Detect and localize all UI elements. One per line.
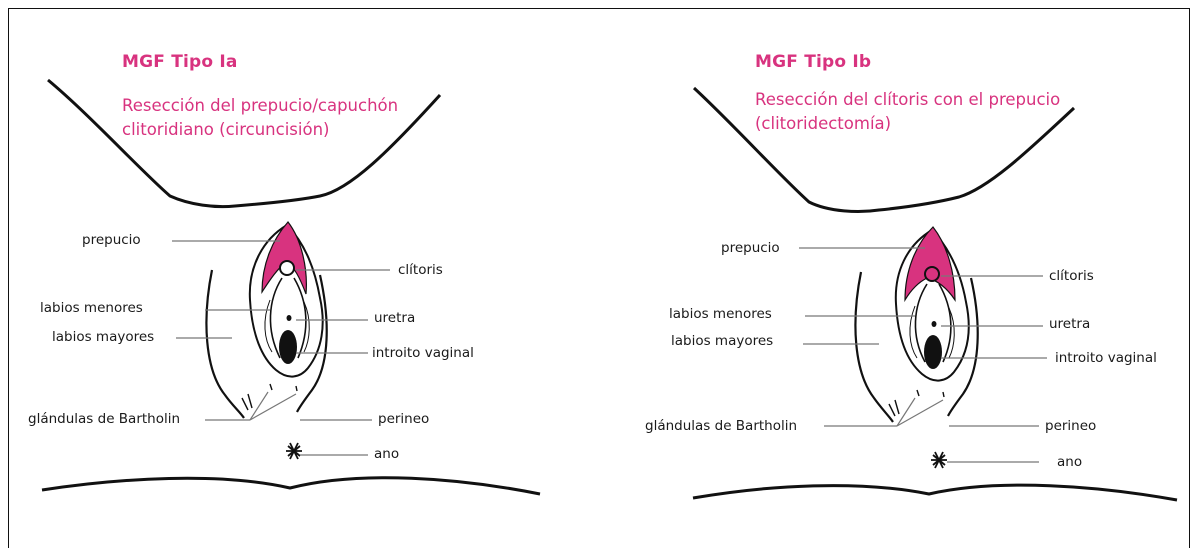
anus-mark <box>286 443 302 459</box>
label-glandulas-bartholin: glándulas de Bartholin <box>645 418 797 434</box>
anatomy-illustration-ia <box>0 0 598 537</box>
bartholin-marks <box>889 390 944 416</box>
panel-description-line1: Resección del clítoris con el prepucio <box>755 88 1060 112</box>
label-ano: ano <box>1057 454 1082 470</box>
label-glandulas-bartholin: glándulas de Bartholin <box>28 411 180 427</box>
lower-body-contour <box>693 485 1177 500</box>
clitoris-glans <box>280 261 294 275</box>
label-perineo: perineo <box>1045 418 1096 434</box>
panel-type-ib: MGF Tipo Ib Resección del clítoris con e… <box>599 0 1197 537</box>
label-ano: ano <box>374 446 399 462</box>
clitoris-glans <box>925 267 939 281</box>
label-prepucio: prepucio <box>82 232 141 248</box>
urethra <box>287 315 292 321</box>
label-uretra: uretra <box>374 310 415 326</box>
label-clitoris: clítoris <box>1049 268 1094 284</box>
bartholin-marks <box>242 384 297 410</box>
urethra <box>932 321 937 327</box>
anatomy-illustration-ib <box>599 0 1197 537</box>
panel-title: MGF Tipo Ib <box>755 52 871 72</box>
labia-majora-left <box>206 270 244 418</box>
panel-description-line2: (clitoridectomía) <box>755 112 891 136</box>
label-labios-mayores: labios mayores <box>671 333 773 349</box>
panel-description-line2: clitoridiano (circuncisión) <box>122 118 329 142</box>
lower-body-contour <box>42 478 540 494</box>
panel-title: MGF Tipo Ia <box>122 52 238 72</box>
label-labios-menores: labios menores <box>40 300 143 316</box>
vaginal-introitus <box>279 330 297 364</box>
label-labios-mayores: labios mayores <box>52 329 154 345</box>
label-uretra: uretra <box>1049 316 1090 332</box>
label-introito-vaginal: introito vaginal <box>1055 350 1157 366</box>
labia-majora-left <box>855 272 893 422</box>
label-clitoris: clítoris <box>398 262 443 278</box>
label-prepucio: prepucio <box>721 240 780 256</box>
label-perineo: perineo <box>378 411 429 427</box>
label-labios-menores: labios menores <box>669 306 772 322</box>
anus-mark <box>931 452 947 468</box>
panel-description-line1: Resección del prepucio/capuchón <box>122 94 398 118</box>
vaginal-introitus <box>924 335 942 369</box>
label-introito-vaginal: introito vaginal <box>372 345 474 361</box>
panel-type-ia: MGF Tipo Ia Resección del prepucio/capuc… <box>0 0 598 537</box>
